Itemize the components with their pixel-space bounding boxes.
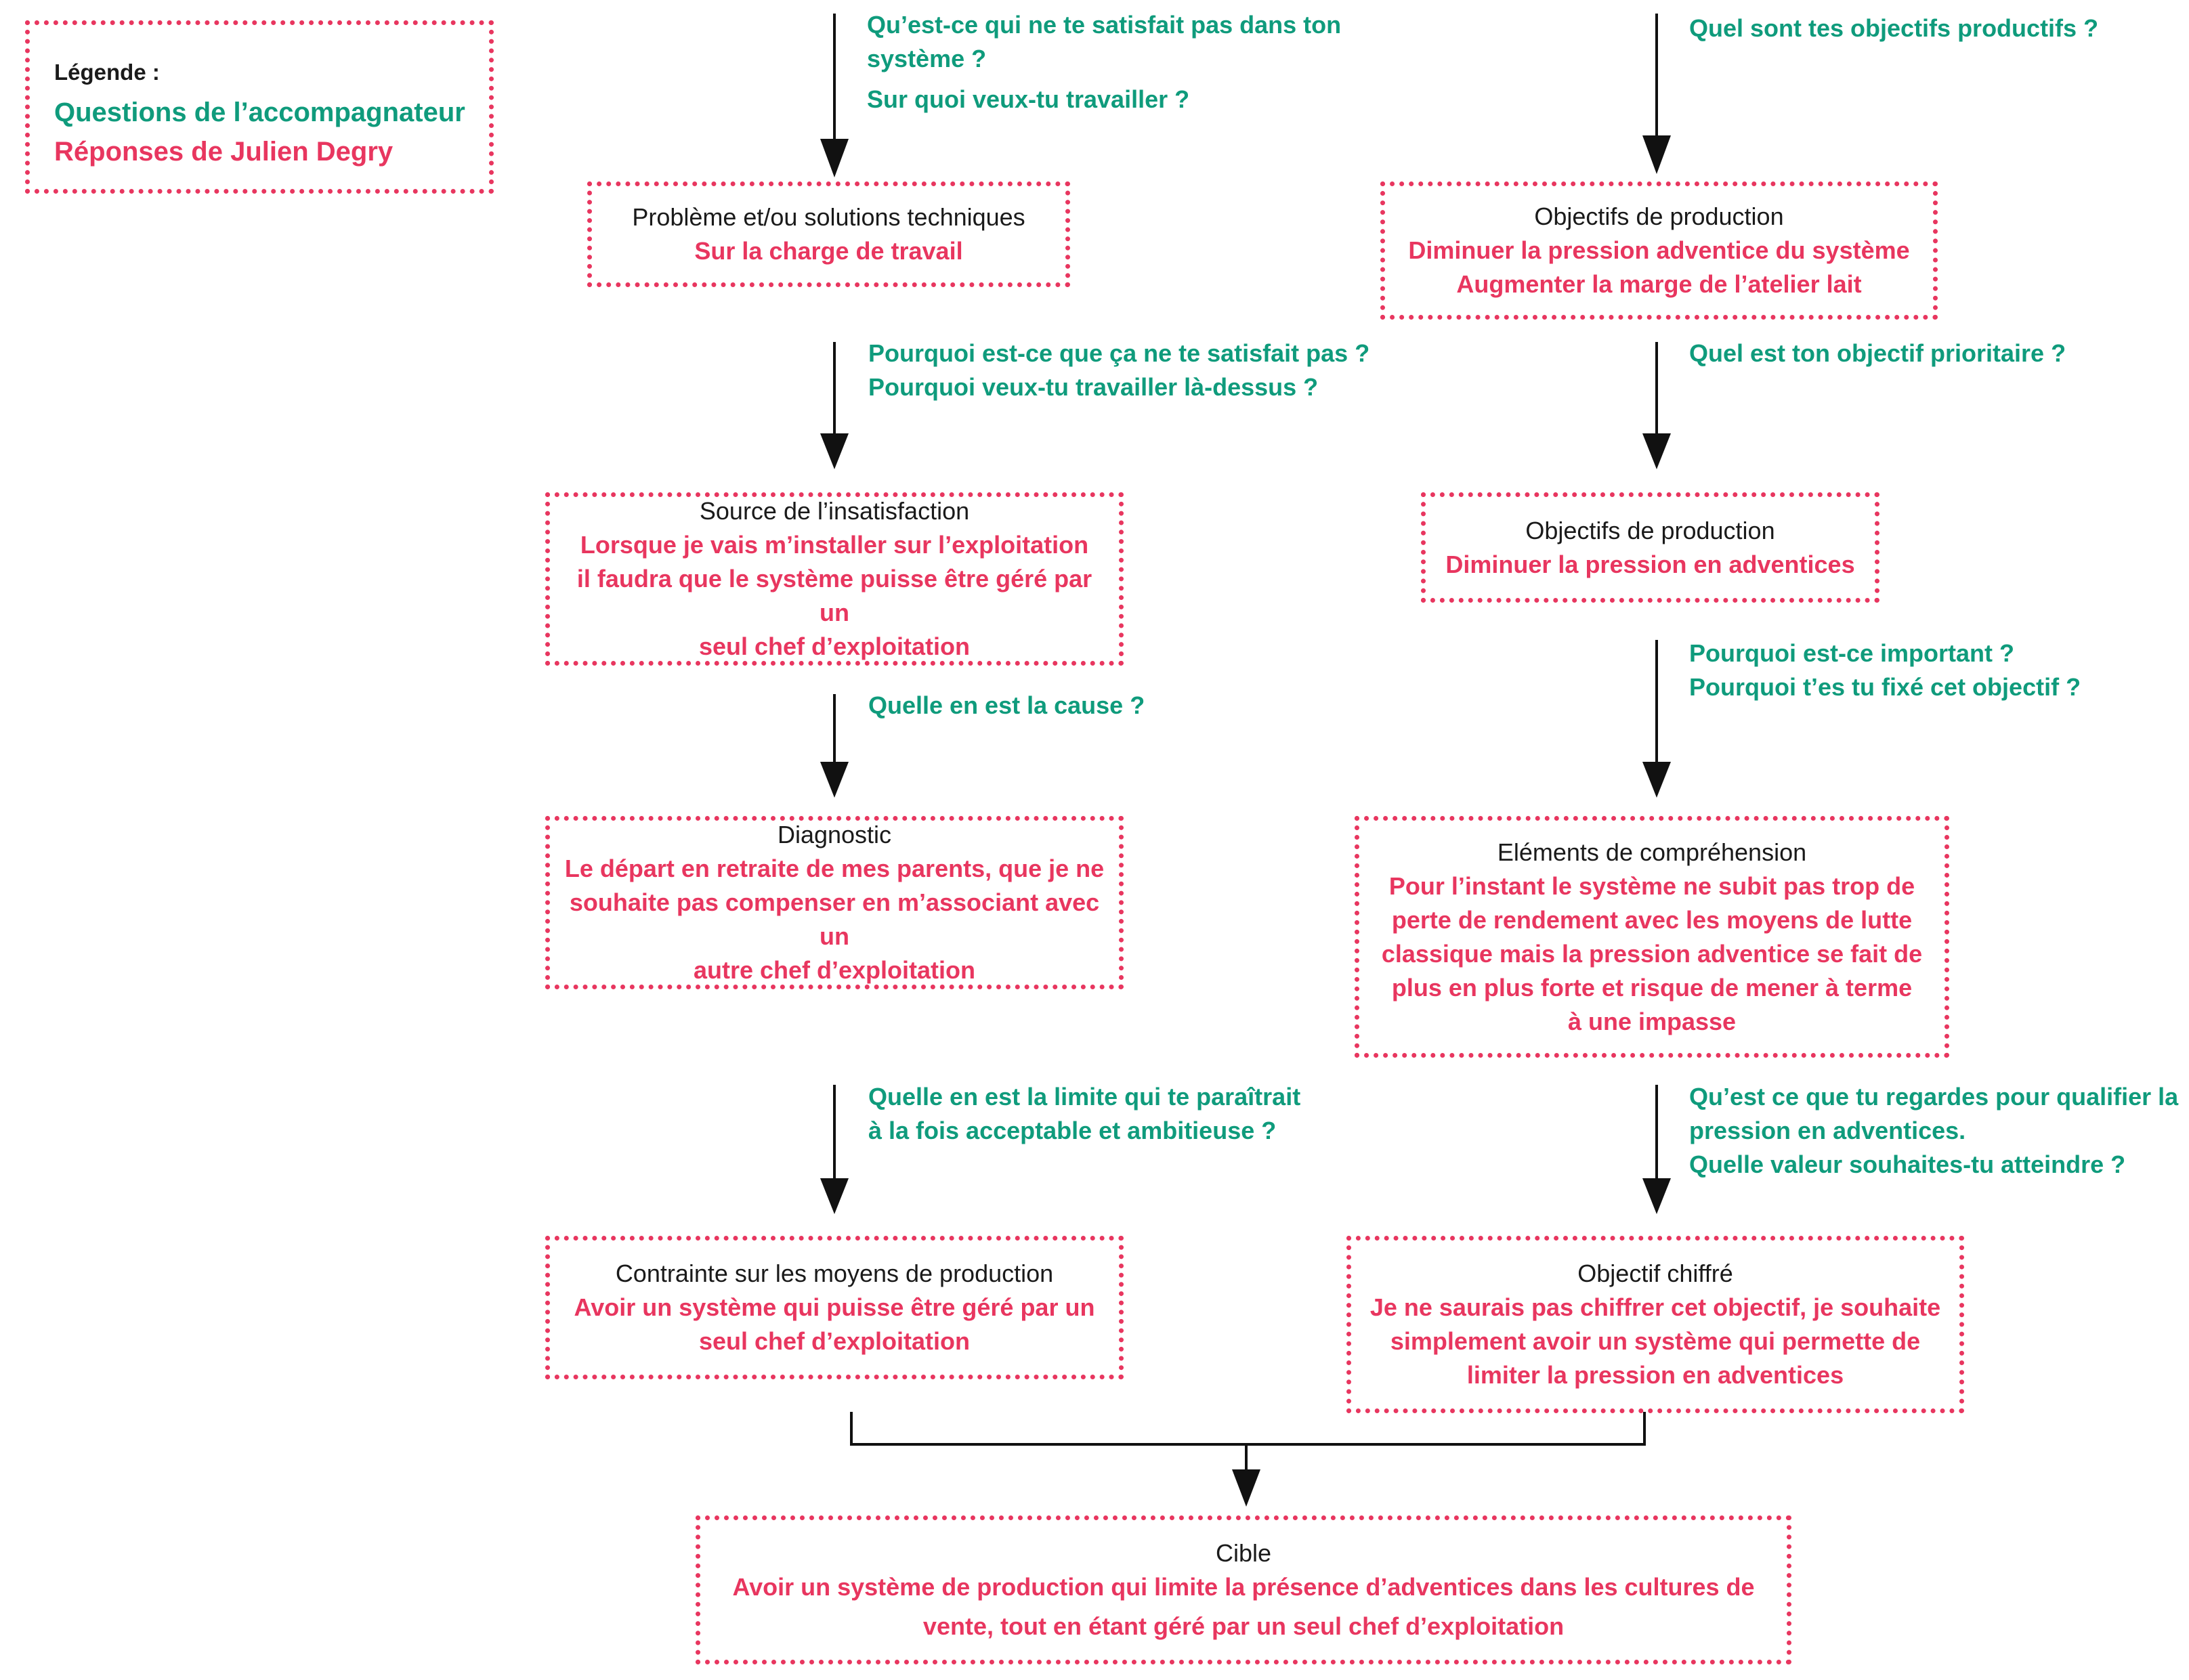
question-line: à la fois acceptable et ambitieuse ? <box>868 1117 1277 1144</box>
box-title: Diagnostic <box>777 821 892 848</box>
box-title: Objectif chiffré <box>1577 1259 1733 1287</box>
arrow-left-2-head <box>820 433 849 469</box>
box-answer: perte de rendement avec les moyens de lu… <box>1391 905 1913 934</box>
question-line: Pourquoi t’es tu fixé cet objectif ? <box>1689 673 2081 701</box>
legend-questions: Questions de l’accompagnateur <box>54 98 465 127</box>
box-objectifs-production-1: Objectifs de production Diminuer la pres… <box>1380 181 1938 320</box>
question-line: Pourquoi veux-tu travailler là-dessus ? <box>868 373 1319 401</box>
box-title: Objectifs de production <box>1525 516 1775 544</box>
question-left-2: Pourquoi est-ce que ça ne te satisfait p… <box>868 337 1369 404</box>
box-answer: classique mais la pression adventice se … <box>1381 939 1923 968</box>
box-answer: limiter la pression en adventices <box>1466 1361 1844 1389</box>
box-answer: seul chef d’exploitation <box>698 1327 971 1355</box>
question-line: Qu’est ce que tu regardes pour qualifier… <box>1689 1083 2179 1111</box>
arrow-right-1-head <box>1642 135 1671 174</box>
question-line: Quelle en est la limite qui te paraîtrai… <box>868 1083 1301 1111</box>
box-answer: Le départ en retraite de mes parents, qu… <box>564 855 1105 882</box>
box-answer: plus en plus forte et risque de mener à … <box>1391 973 1913 1001</box>
box-answer: Augmenter la marge de l’atelier lait <box>1456 270 1862 298</box>
box-title: Source de l’insatisfaction <box>699 497 970 525</box>
question-line: Quelle valeur souhaites-tu atteindre ? <box>1689 1150 2126 1178</box>
question-line: Sur quoi veux-tu travailler ? <box>867 85 1190 113</box>
box-elements-comprehension: Eléments de compréhension Pour l’instant… <box>1355 816 1949 1058</box>
question-line: Quelle en est la cause ? <box>868 691 1145 719</box>
arrow-left-1-head <box>820 139 849 177</box>
box-answer: autre chef d’exploitation <box>693 956 976 984</box>
arrow-heads <box>820 14 1671 1507</box>
question-right-2: Quel est ton objectif prioritaire ? <box>1689 337 2066 370</box>
legend-title: Légende : <box>54 60 160 85</box>
box-answer: simplement avoir un système qui permette… <box>1390 1327 1921 1355</box>
question-line: Pourquoi est-ce que ça ne te satisfait p… <box>868 339 1370 367</box>
box-title: Contrainte sur les moyens de production <box>615 1259 1054 1287</box>
question-right-4: Qu’est ce que tu regardes pour qualifier… <box>1689 1080 2178 1182</box>
box-answer: Avoir un système de production qui limit… <box>732 1573 1755 1601</box>
question-line: pression en adventices. <box>1689 1117 1966 1144</box>
arrow-right-3-head <box>1642 762 1671 798</box>
question-line: système ? <box>867 45 987 72</box>
box-probleme: Problème et/ou solutions techniques Sur … <box>587 181 1070 287</box>
box-answer: à une impasse <box>1567 1007 1737 1035</box>
box-title: Eléments de compréhension <box>1497 838 1807 866</box>
arrow-right-2-head <box>1642 433 1671 469</box>
legend-answers: Réponses de Julien Degry <box>54 137 394 167</box>
box-cible: Cible Avoir un système de production qui… <box>696 1515 1791 1664</box>
box-answer: Sur la charge de travail <box>694 237 963 265</box>
box-answer: souhaite pas compenser en m’associant av… <box>569 888 1100 950</box>
arrow-left-4-head <box>820 1178 849 1214</box>
box-contrainte: Contrainte sur les moyens de production … <box>545 1236 1124 1379</box>
legend: Légende : Questions de l’accompagnateur … <box>25 20 494 194</box>
question-right-1: Quel sont tes objectifs productifs ? <box>1689 12 2098 45</box>
question-line: Pourquoi est-ce important ? <box>1689 639 2015 667</box>
box-answer: Pour l’instant le système ne subit pas t… <box>1388 871 1915 900</box>
box-title: Cible <box>1215 1539 1272 1567</box>
arrow-merge-head <box>1232 1469 1260 1507</box>
question-line: Qu’est-ce qui ne te satisfait pas dans t… <box>867 11 1342 39</box>
question-line: Quel est ton objectif prioritaire ? <box>1689 339 2066 367</box>
box-answer: il faudra que le système puisse être gér… <box>576 565 1092 626</box>
question-line: Quel sont tes objectifs productifs ? <box>1689 14 2099 42</box>
question-right-3: Pourquoi est-ce important ? Pourquoi t’e… <box>1689 637 2081 704</box>
box-diagnostic: Diagnostic Le départ en retraite de mes … <box>545 816 1124 989</box>
box-title: Objectifs de production <box>1534 202 1784 230</box>
box-answer: vente, tout en étant géré par un seul ch… <box>922 1612 1565 1640</box>
question-left-1: Qu’est-ce qui ne te satisfait pas dans t… <box>867 8 1341 116</box>
box-objectif-chiffre: Objectif chiffré Je ne saurais pas chiff… <box>1346 1236 1964 1413</box>
box-answer: Avoir un système qui puisse être géré pa… <box>574 1293 1095 1321</box>
box-answer: Diminuer la pression en adventices <box>1445 550 1855 578</box>
box-answer: Je ne saurais pas chiffrer cet objectif,… <box>1369 1293 1941 1321</box>
box-title: Problème et/ou solutions techniques <box>632 203 1025 231</box>
box-answer: Lorsque je vais m’installer sur l’exploi… <box>580 531 1089 559</box>
box-answer: seul chef d’exploitation <box>698 632 971 660</box>
arrow-right-4-head <box>1642 1178 1671 1214</box>
box-objectifs-production-2: Objectifs de production Diminuer la pres… <box>1421 492 1879 603</box>
box-answer: Diminuer la pression adventice du systèm… <box>1408 236 1910 264</box>
question-left-4: Quelle en est la limite qui te paraîtrai… <box>868 1080 1300 1148</box>
arrow-left-3-head <box>820 762 849 798</box>
merge-bracket <box>850 1412 1646 1446</box>
box-source-insatisfaction: Source de l’insatisfaction Lorsque je va… <box>545 492 1124 666</box>
question-left-3: Quelle en est la cause ? <box>868 689 1145 723</box>
